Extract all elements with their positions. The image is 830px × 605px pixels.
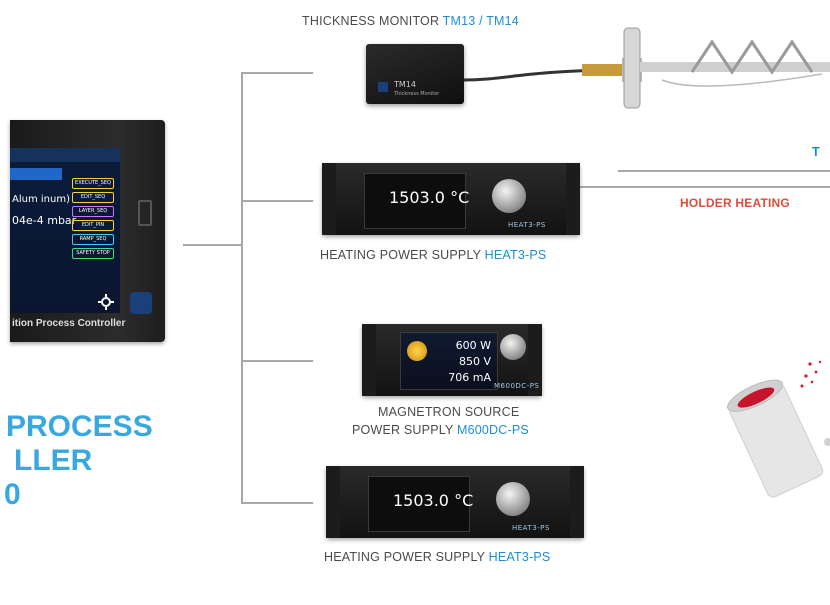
- thickness-monitor-module-subtext: Thickness Monitor: [394, 91, 440, 97]
- usb-port: [138, 200, 152, 226]
- screen-value-text: 04e-4 mbar: [12, 214, 77, 227]
- magnetron-voltage-readout: 850 V: [458, 355, 491, 368]
- heat2-label-prefix: HEATING POWER SUPPLY: [324, 550, 489, 564]
- magnetron-brand: M600DC-PS: [494, 382, 540, 390]
- thickness-monitor-label-prefix: THICKNESS MONITOR: [302, 14, 443, 28]
- screen-field-text: Alum inum): [12, 194, 70, 205]
- heat1-temperature-readout: 1503.0 °C: [389, 188, 470, 207]
- rack-ear-left: [322, 163, 336, 235]
- screen-highlight-tab: [10, 168, 62, 180]
- heat2-label: HEATING POWER SUPPLY HEAT3-PS: [324, 550, 550, 564]
- controller-footer-text: ition Process Controller: [12, 318, 126, 329]
- heat1-label-prefix: HEATING POWER SUPPLY: [320, 248, 485, 262]
- controller-logo: [130, 292, 152, 314]
- thickness-monitor-label: THICKNESS MONITOR TM13 / TM14: [302, 14, 519, 28]
- thickness-monitor-model: TM13 / TM14: [442, 14, 519, 28]
- process-controller: Alum inum) 04e-4 mbar EXECUTE_SEQ EDIT_S…: [10, 120, 165, 342]
- magnetron-label-line-2: POWER SUPPLY M600DC-PS: [352, 423, 529, 437]
- holder-heating-label: HOLDER HEATING: [680, 196, 790, 210]
- magnetron-model: M600DC-PS: [456, 423, 529, 437]
- magnetron-label-line-1: MAGNETRON SOURCE: [378, 405, 520, 419]
- heat1-model: HEAT3-PS: [484, 248, 547, 262]
- rack-ear-right: [570, 466, 584, 538]
- controller-title-line-3: 0: [4, 478, 21, 511]
- controller-title-line-1: PROCESS: [6, 410, 153, 443]
- menu-button-pin[interactable]: EDIT_PIN: [72, 220, 114, 231]
- heat1-display: 1503.0 °C: [364, 173, 470, 229]
- heat1-control-knob[interactable]: [492, 179, 526, 213]
- heat2-control-knob[interactable]: [496, 482, 530, 516]
- gear-icon[interactable]: [98, 294, 114, 310]
- menu-button-ramp[interactable]: RAMP_SEQ: [72, 234, 114, 245]
- heat1-brand: HEAT3-PS: [508, 221, 546, 229]
- heat1-label: HEATING POWER SUPPLY HEAT3-PS: [320, 248, 546, 262]
- magnetron-power-readout: 600 W: [455, 339, 491, 352]
- rack-ear-right: [528, 324, 542, 396]
- thickness-sensor-probe: [463, 27, 830, 109]
- heat2-display: 1503.0 °C: [368, 476, 474, 532]
- connector-branch-heat2: [241, 502, 313, 504]
- menu-button-edit[interactable]: EDIT_SEQ: [72, 192, 114, 203]
- sputter-source-illustration: [727, 360, 830, 498]
- connector-branch-thickness: [241, 72, 313, 74]
- magnetron-display-icon: [407, 341, 427, 361]
- rack-ear-left: [326, 466, 340, 538]
- magnetron-label-prefix: POWER SUPPLY: [352, 423, 457, 437]
- magnetron-power-supply: 600 W 850 V 706 mA M600DC-PS: [362, 324, 542, 396]
- thickness-monitor-module-text: TM14: [394, 80, 416, 89]
- heat2-brand: HEAT3-PS: [512, 524, 550, 532]
- connector-vertical-trunk: [241, 72, 243, 504]
- controller-title-line-2: LLER: [14, 444, 93, 477]
- rack-ear-left: [362, 324, 376, 396]
- connector-main-horizontal: [183, 244, 243, 246]
- menu-button-execute[interactable]: EXECUTE_SEQ: [72, 178, 114, 189]
- connector-branch-heat1: [241, 200, 313, 202]
- right-cut-label: T: [812, 145, 820, 159]
- thickness-monitor-logo: [378, 82, 388, 92]
- menu-button-layer[interactable]: LAYER_SEQ: [72, 206, 114, 217]
- menu-button-safety[interactable]: SAFETY STOP: [72, 248, 114, 259]
- magnetron-current-readout: 706 mA: [448, 371, 491, 384]
- heating-power-supply-1: 1503.0 °C HEAT3-PS: [322, 163, 580, 235]
- magnetron-control-knob[interactable]: [500, 334, 526, 360]
- magnetron-display: 600 W 850 V 706 mA: [400, 332, 498, 390]
- screen-header-bar: [10, 148, 120, 162]
- thickness-monitor-module: TM14 Thickness Monitor: [366, 44, 464, 104]
- connector-heater-out: [580, 186, 830, 188]
- heat2-model: HEAT3-PS: [488, 550, 551, 564]
- connector-branch-magnetron: [241, 360, 313, 362]
- heat2-temperature-readout: 1503.0 °C: [393, 491, 474, 510]
- connector-right-top: [618, 170, 830, 172]
- heating-power-supply-2: 1503.0 °C HEAT3-PS: [326, 466, 584, 538]
- rack-ear-right: [566, 163, 580, 235]
- controller-touchscreen: Alum inum) 04e-4 mbar EXECUTE_SEQ EDIT_S…: [10, 148, 120, 313]
